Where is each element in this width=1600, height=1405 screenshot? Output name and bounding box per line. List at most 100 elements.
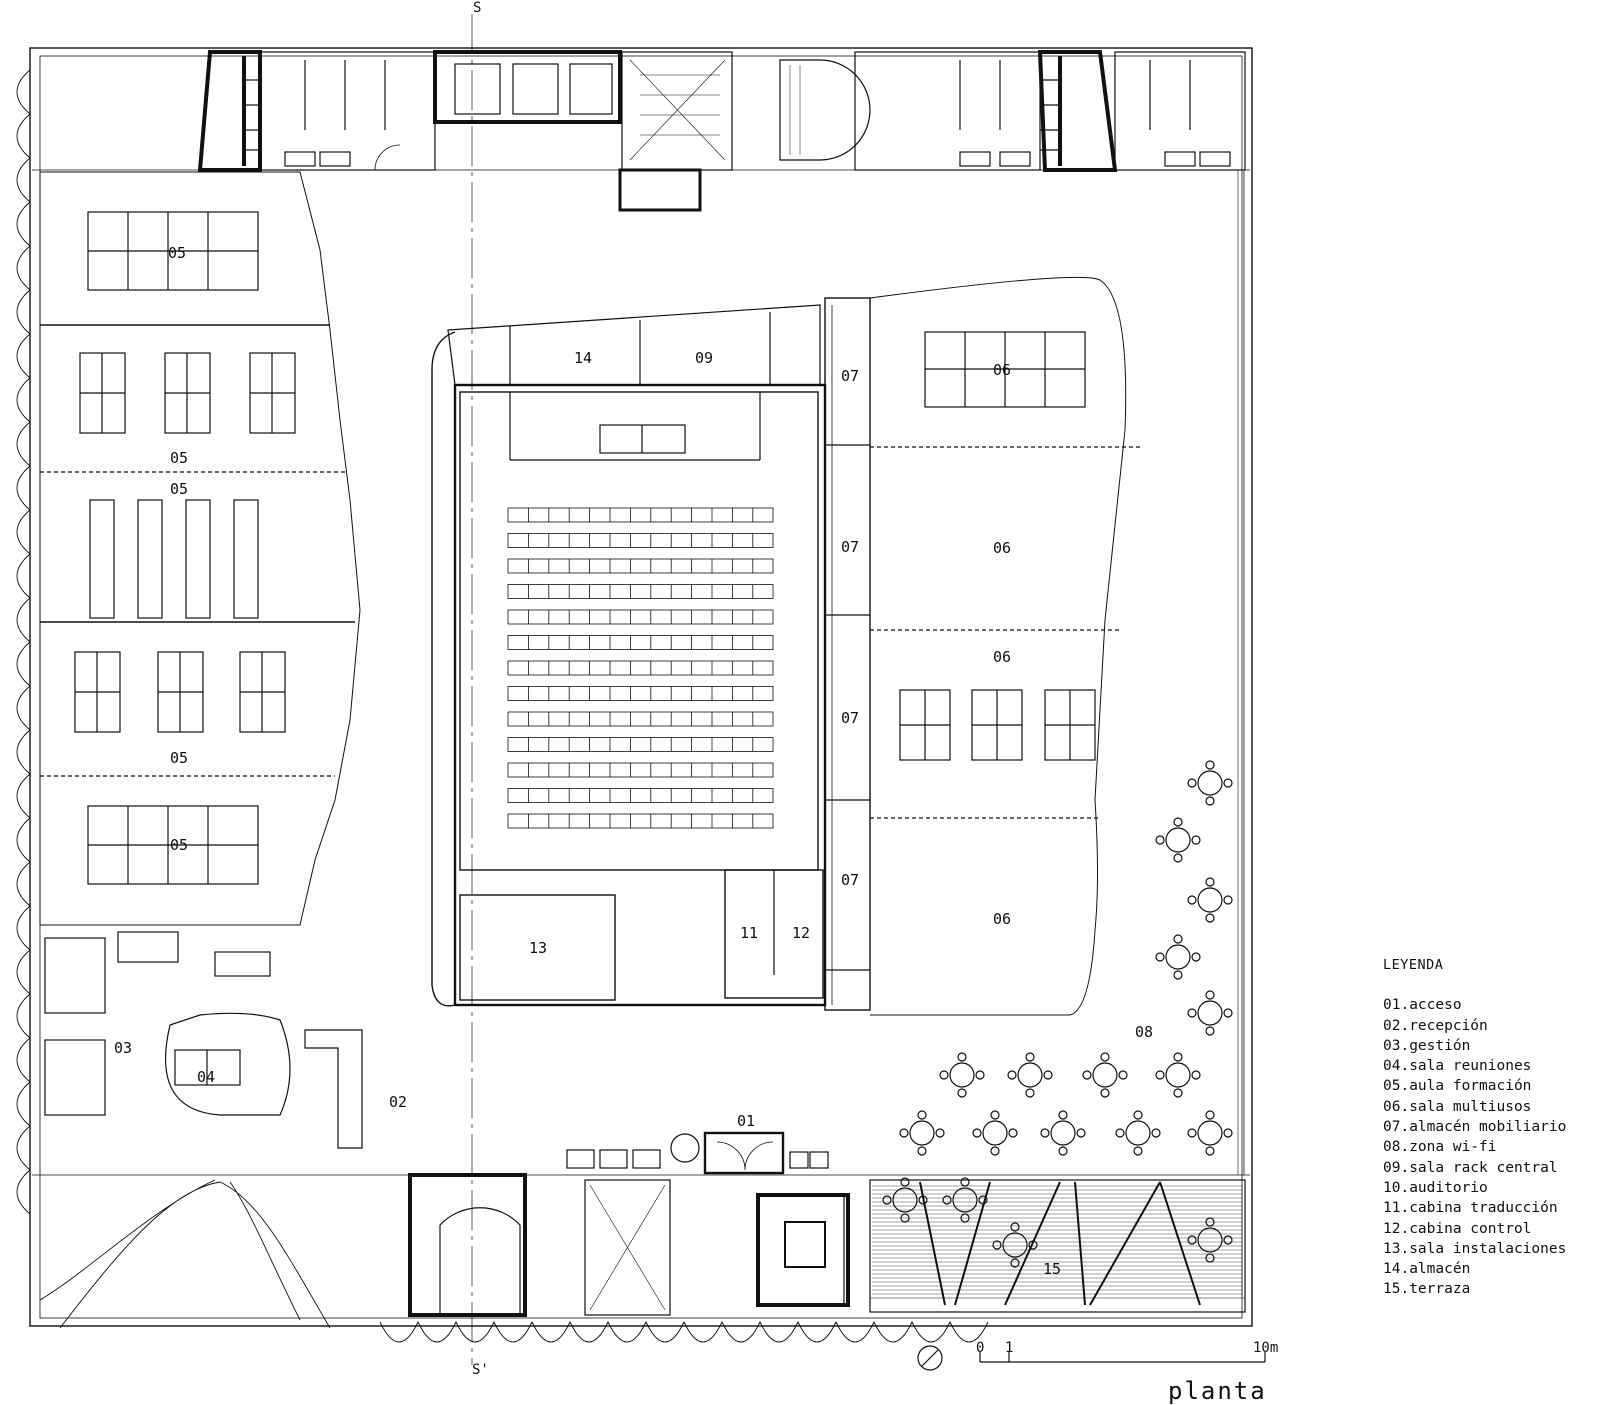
seat-row	[507, 660, 774, 676]
room-label: 07	[841, 538, 859, 556]
legend-item: 13.sala instalaciones	[1383, 1240, 1567, 1257]
seat-row	[507, 762, 774, 778]
legend-item: 06.sala multiusos	[1383, 1098, 1532, 1115]
room-labels: 05 05 05 05 05 06 06 06 06 07 07 07 07 1…	[114, 244, 1153, 1278]
room-label: 07	[841, 709, 859, 727]
legend-item: 08.zona wi-fi	[1383, 1139, 1497, 1156]
round-table	[1187, 760, 1233, 806]
legend-item: 01.acceso	[1383, 997, 1462, 1014]
entrance-01	[566, 1131, 829, 1175]
round-table	[1115, 1110, 1161, 1156]
management-area	[44, 931, 363, 1149]
room-label: 07	[841, 871, 859, 889]
round-table	[899, 1110, 945, 1156]
desk-clusters-05b	[79, 352, 296, 434]
room-label: 03	[114, 1039, 132, 1057]
room-label: 02	[389, 1093, 407, 1111]
north-arrow	[917, 1345, 943, 1371]
building-outline	[29, 47, 1253, 1327]
auditorium-west-wall	[431, 331, 456, 1007]
room-label: 07	[841, 367, 859, 385]
room-label: 11	[740, 924, 758, 942]
round-table	[1187, 877, 1233, 923]
seat-row	[507, 507, 774, 523]
room-label: 09	[695, 349, 713, 367]
bottom-service-core	[408, 1173, 850, 1317]
legend-item: 09.sala rack central	[1383, 1159, 1558, 1176]
wifi-zone-tables	[882, 760, 1233, 1268]
round-table	[1187, 1217, 1233, 1263]
room-label: 15	[1043, 1260, 1061, 1278]
seat-row	[507, 813, 774, 829]
legend-title: LEYENDA	[1383, 957, 1444, 973]
seat-row	[507, 635, 774, 650]
terrace-deck-lines	[872, 1185, 1243, 1295]
section-mark-bottom: S'	[472, 1362, 489, 1378]
legend: LEYENDA 01.acceso 02.recepción 03.gestió…	[1383, 955, 1566, 1300]
seat-row	[507, 584, 774, 599]
room-label: 05	[170, 480, 188, 498]
conference-table-05a	[87, 211, 259, 291]
auditorium-block	[447, 304, 827, 1007]
right-rooms-outline	[869, 276, 1127, 1016]
seat-row	[507, 558, 774, 574]
legend-item: 07.almacén mobiliario	[1383, 1119, 1567, 1136]
scale-bar	[979, 1352, 1266, 1363]
seat-row	[507, 788, 774, 803]
room-label: 14	[574, 349, 592, 367]
room-label: 01	[737, 1112, 755, 1130]
legend-item: 15.terraza	[1383, 1281, 1471, 1298]
plan-title: planta	[1168, 1377, 1267, 1405]
legend-item: 03.gestión	[1383, 1037, 1471, 1054]
seat-row	[507, 737, 774, 752]
seat-row	[507, 686, 774, 701]
room-label: 05	[170, 449, 188, 467]
legend-item: 05.aula formación	[1383, 1078, 1532, 1095]
room-label: 05	[170, 749, 188, 767]
section-mark-top: S	[473, 0, 482, 16]
round-table	[1155, 817, 1201, 863]
left-rooms-outline	[39, 171, 361, 926]
room-label: 12	[792, 924, 810, 942]
legend-item: 14.almacén	[1383, 1261, 1471, 1278]
desk-clusters-05d	[74, 651, 286, 733]
room-label: 06	[993, 361, 1011, 379]
scale-label-zero: 0	[976, 1340, 985, 1356]
bottom-facade-scallops	[379, 1320, 989, 1343]
round-table	[1187, 1110, 1233, 1156]
seat-row	[507, 609, 774, 625]
round-table	[1007, 1052, 1053, 1098]
auditorium-seat-rows	[507, 507, 774, 829]
room-label: 04	[197, 1068, 215, 1086]
round-table	[1155, 934, 1201, 980]
room-label: 05	[170, 836, 188, 854]
round-table	[939, 1052, 985, 1098]
legend-item: 12.cabina control	[1383, 1220, 1532, 1237]
room-label: 06	[993, 539, 1011, 557]
legend-item: 04.sala reuniones	[1383, 1058, 1532, 1075]
conference-table-06a	[924, 331, 1086, 408]
storage-strip-07	[824, 297, 871, 1011]
scale-label-ten: 10m	[1253, 1340, 1279, 1356]
room-label: 08	[1135, 1023, 1153, 1041]
bottom-left-canopy	[39, 1179, 331, 1329]
round-table	[1082, 1052, 1128, 1098]
round-table	[1187, 990, 1233, 1036]
top-service-core	[197, 50, 1246, 212]
legend-item: 02.recepción	[1383, 1017, 1488, 1034]
legend-item: 10.auditorio	[1383, 1179, 1488, 1196]
room-label: 06	[993, 910, 1011, 928]
room-label: 13	[529, 939, 547, 957]
terrace-15	[869, 1179, 1246, 1313]
scale-label-one: 1	[1005, 1340, 1014, 1356]
legend-item: 11.cabina traducción	[1383, 1200, 1558, 1217]
desk-clusters-06c	[899, 689, 1096, 761]
seat-row	[507, 533, 774, 548]
round-table	[1040, 1110, 1086, 1156]
left-facade-scallops	[16, 69, 31, 1215]
conference-table-05e	[87, 805, 259, 885]
round-table	[972, 1110, 1018, 1156]
room-label: 05	[168, 244, 186, 262]
seat-row	[507, 711, 774, 727]
